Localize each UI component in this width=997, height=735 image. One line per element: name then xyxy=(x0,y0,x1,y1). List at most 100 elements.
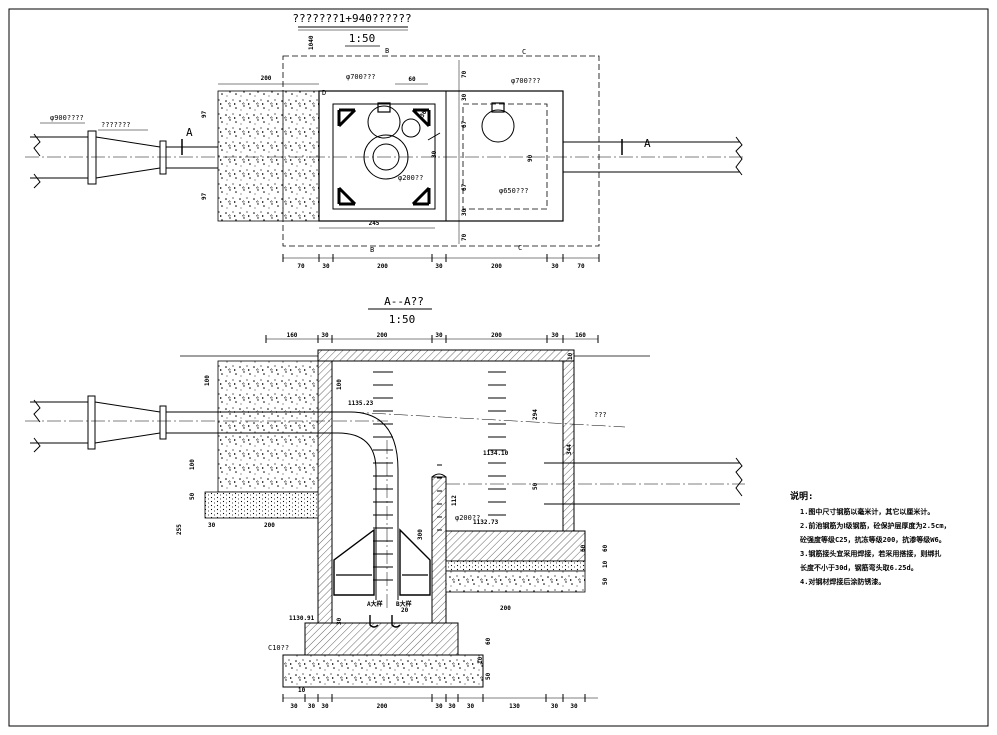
plan-label-pipe200: φ200?? xyxy=(398,174,423,182)
plan-dim-bottom-5: 30 xyxy=(551,263,559,270)
plan-section-a-right: A xyxy=(644,137,651,150)
plan-section-d-label: D xyxy=(322,89,326,97)
section-dim-100c: 100 xyxy=(189,459,196,470)
plan-label-pipe700a: φ700??? xyxy=(346,73,376,81)
plan-dim-70b: 70 xyxy=(461,233,468,241)
plan-structure-outer xyxy=(318,90,564,222)
plan-outlet-pipe xyxy=(563,136,743,176)
section-mid-wall xyxy=(431,476,447,624)
section-scale: 1:50 xyxy=(389,313,416,326)
plan-chamber-left xyxy=(332,103,436,210)
note-line-5: 4.对钢材焊接后涂防锈漆。 xyxy=(800,577,885,586)
plan-dim-30a: 30 xyxy=(461,93,468,101)
section-dim-10a: 10 xyxy=(567,352,574,360)
section-dim-30a: 30 xyxy=(208,522,216,529)
section-top-slab xyxy=(317,349,575,362)
section-elev-1134: 1134.10 xyxy=(483,450,509,457)
section-dim-200a: 200 xyxy=(264,522,275,529)
plan-dim-90: 90 xyxy=(527,154,534,162)
note-line-3: 3.钢筋接头宜采用焊接，若采用搭接，则绑扎 xyxy=(800,549,941,558)
section-base-slab xyxy=(304,622,459,656)
plan-section-a-left: A xyxy=(186,126,193,139)
plan-dim-97a: 97 xyxy=(201,110,208,118)
section-dim-50d: 50 xyxy=(485,672,492,680)
plan-dim-67a: 67 xyxy=(461,120,468,128)
section-dim-bottom-3: 200 xyxy=(377,703,388,710)
plan-corner-braces xyxy=(337,108,431,206)
plan-dim-bottom-6: 70 xyxy=(577,263,585,270)
section-dim-top-2: 200 xyxy=(377,332,388,339)
section-outlet-pipe xyxy=(544,457,743,505)
section-dim-bottom-8: 30 xyxy=(551,703,559,710)
section-dim-255: 255 xyxy=(176,524,183,535)
plan-dim-200-top: 200 xyxy=(261,75,272,82)
section-dim-bottom-4: 30 xyxy=(435,703,443,710)
plan-dim-36: 36 xyxy=(419,109,429,119)
section-dim-top-6: 160 xyxy=(575,332,586,339)
plan-dim-1040: 1040 xyxy=(308,35,315,50)
plan-concrete-block xyxy=(217,90,320,222)
plan-dim-bottom-2: 200 xyxy=(377,263,388,270)
section-dim-top-1: 30 xyxy=(321,332,329,339)
section-dim-bottom-0: 30 xyxy=(290,703,298,710)
section-dim-bottom-9: 30 xyxy=(570,703,578,710)
section-label-detail-a: A大样 xyxy=(367,600,383,608)
plan-dim-245: 245 xyxy=(369,220,380,227)
section-dim-20: 20 xyxy=(401,607,409,614)
section-dim-112: 112 xyxy=(451,495,458,506)
section-dim-top-3: 30 xyxy=(435,332,443,339)
plan-section-c-top: C xyxy=(522,48,526,56)
section-label-misc: ??? xyxy=(594,411,607,419)
section-dim-top-4: 200 xyxy=(491,332,502,339)
section-dim-344: 344 xyxy=(566,444,573,455)
section-dim-top-0: 160 xyxy=(287,332,298,339)
section-dim-294: 294 xyxy=(532,409,539,420)
plan-title: ???????1+940?????? xyxy=(292,12,411,25)
section-dim-bottom-6: 30 xyxy=(467,703,475,710)
section-elev-1130: 1130.91 xyxy=(289,615,315,622)
plan-label-pipe700b: φ700??? xyxy=(511,77,541,85)
plan-chamber-right xyxy=(462,103,548,210)
section-left-wall xyxy=(317,360,333,624)
plan-dim-30c: 30 xyxy=(431,150,438,158)
plan-section-b-top: B xyxy=(385,47,389,55)
section-dim-10b: 10 xyxy=(602,560,609,568)
plan-dim-30b: 30 xyxy=(461,208,468,216)
section-elev-1132: 1132.73 xyxy=(473,519,499,526)
plan-label-reducer: ??????? xyxy=(101,121,131,129)
plan-label-pipe900: φ900???? xyxy=(50,114,84,122)
plan-dim-70a: 70 xyxy=(461,70,468,78)
notes-block: 说明: 1.图中尺寸钢筋以毫米计，其它以厘米计。2.前池钢筋为Ⅰ级钢筋，砼保护层… xyxy=(790,490,951,586)
plan-dim-bottom-4: 200 xyxy=(491,263,502,270)
section-elev-1135: 1135.23 xyxy=(348,400,374,407)
plan-scale: 1:50 xyxy=(349,32,376,45)
section-dim-60: 60 xyxy=(580,544,587,552)
section-dim-100a: 100 xyxy=(204,375,211,386)
plan-label-pipe650: φ650??? xyxy=(499,187,529,195)
section-label-detail-b: B大样 xyxy=(396,600,412,608)
section-dim-50c: 50 xyxy=(602,577,609,585)
section-c10-layer xyxy=(282,654,484,688)
section-dim-60c: 60 xyxy=(485,637,492,645)
section-ladder xyxy=(373,371,393,581)
section-label-pipe200: φ200?? xyxy=(455,514,480,522)
section-dim-bottom-2: 30 xyxy=(321,703,329,710)
plan-dim-bottom-3: 30 xyxy=(435,263,443,270)
section-dim-50b: 50 xyxy=(532,482,539,490)
note-line-2: 砼强度等级C25，抗冻等级200，抗渗等级W6。 xyxy=(800,535,946,544)
section-label-c10: C10?? xyxy=(268,644,289,652)
section-dims-top: 160 30 200 30 200 30 160 xyxy=(265,332,599,343)
section-dim-top-5: 30 xyxy=(551,332,559,339)
plan-inlet-pipe xyxy=(30,130,218,189)
section-dim-300: 300 xyxy=(417,529,424,540)
section-dim-60b: 60 xyxy=(602,544,609,552)
sheet-border xyxy=(8,8,989,727)
section-concrete-fill xyxy=(217,360,319,493)
section-dim-bottom-7: 130 xyxy=(509,703,520,710)
section-dim-bottom-1: 30 xyxy=(308,703,316,710)
note-line-1: 2.前池钢筋为Ⅰ级钢筋，砼保护层厚度为2.5cm， xyxy=(800,521,951,530)
section-dim-10d: 10 xyxy=(298,687,306,694)
